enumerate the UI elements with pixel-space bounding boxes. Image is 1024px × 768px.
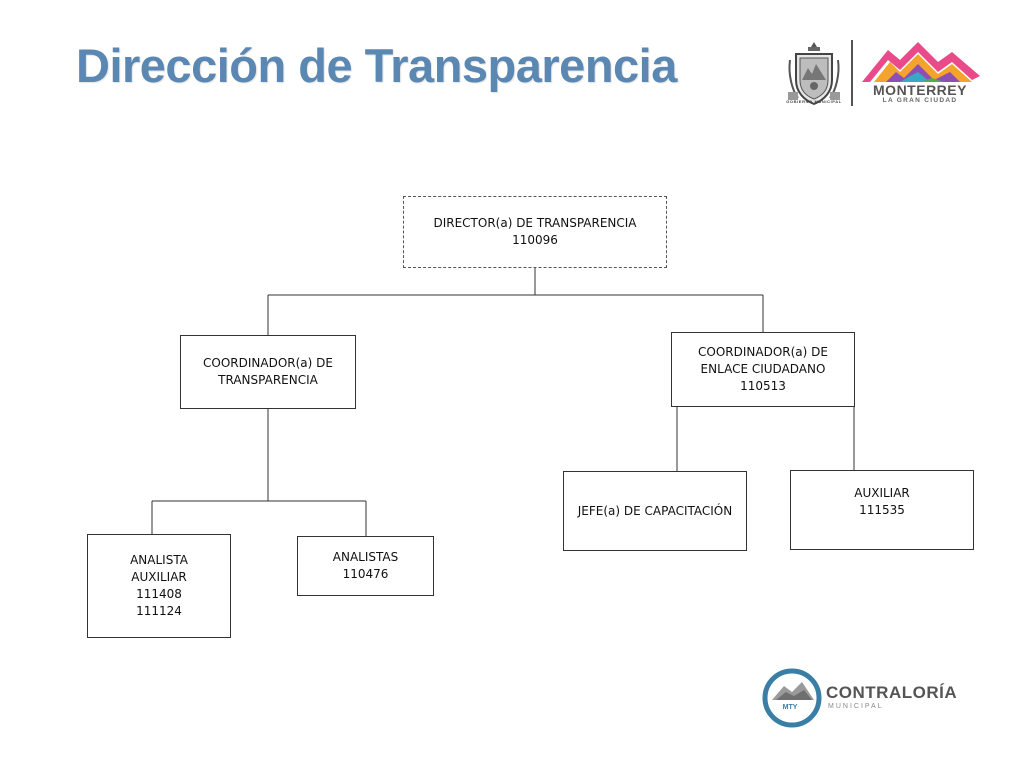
- director-box: DIRECTOR(a) DE TRANSPARENCIA 110096: [403, 196, 667, 268]
- jefe-capacitacion-title: JEFE(a) DE CAPACITACIÓN: [577, 503, 733, 518]
- monterrey-logo-tagline: LA GRAN CIUDAD: [882, 97, 958, 104]
- contraloria-subtitle: MUNICIPAL: [828, 703, 884, 710]
- page-title: Dirección de Transparencia: [76, 39, 677, 92]
- auxiliar-code: 111535: [859, 503, 905, 517]
- analista-auxiliar-code-2: 111124: [136, 604, 182, 618]
- contraloria-mountain-circle-icon: [762, 668, 822, 728]
- analista-auxiliar-line-1: ANALISTA: [130, 553, 188, 567]
- contraloria-logo: MTY CONTRALORÍA MUNICIPAL: [762, 668, 972, 730]
- analistas-code: 110476: [342, 567, 389, 581]
- analista-auxiliar-code-1: 111408: [136, 587, 182, 601]
- coord-enlace-line-2: ENLACE CIUDADANO: [700, 362, 826, 376]
- analista-auxiliar-box: ANALISTA AUXILIAR 111408 111124: [87, 534, 231, 638]
- coord-transparencia-line-1: COORDINADOR(a) DE: [203, 356, 333, 370]
- auxiliar-box: AUXILIAR 111535: [790, 470, 974, 550]
- auxiliar-title: AUXILIAR: [854, 486, 910, 500]
- coord-enlace-box: COORDINADOR(a) DE ENLACE CIUDADANO 11051…: [671, 332, 855, 407]
- coord-enlace-code: 110513: [740, 379, 786, 393]
- contraloria-name: CONTRALORÍA: [826, 683, 958, 702]
- coord-transparencia-box: COORDINADOR(a) DE TRANSPARENCIA: [180, 335, 356, 409]
- director-title: DIRECTOR(a) DE TRANSPARENCIA: [433, 216, 637, 230]
- coord-transparencia-line-2: TRANSPARENCIA: [218, 373, 318, 387]
- coord-enlace-line-1: COORDINADOR(a) DE: [698, 345, 828, 359]
- jefe-capacitacion-box: JEFE(a) DE CAPACITACIÓN: [563, 471, 747, 551]
- director-code: 110096: [512, 233, 558, 247]
- analista-auxiliar-line-2: AUXILIAR: [131, 570, 187, 584]
- contraloria-icon-label: MTY: [782, 704, 798, 711]
- monterrey-logo-text: MONTERREY: [873, 82, 967, 98]
- analistas-title: ANALISTAS: [332, 550, 399, 564]
- logo-divider: [851, 40, 853, 106]
- analistas-box: ANALISTAS 110476: [297, 536, 434, 596]
- seal-caption: GOBIERNO MUNICIPAL: [786, 99, 842, 104]
- municipal-seal-icon: [788, 42, 840, 106]
- monterrey-mountain-logo-icon: [862, 42, 980, 82]
